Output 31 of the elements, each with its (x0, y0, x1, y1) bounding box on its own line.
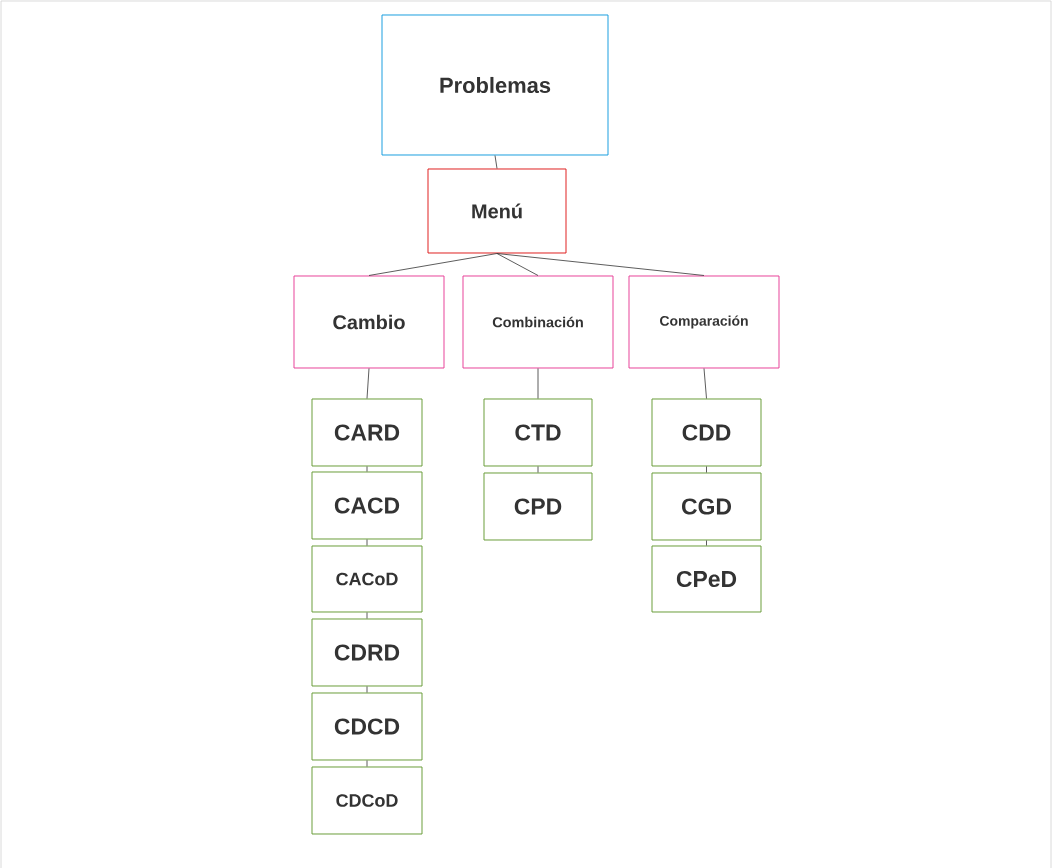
connector-line (366, 539, 368, 546)
connector-line (537, 466, 539, 473)
problem-box: CGD (651, 472, 762, 541)
connector-line (706, 466, 707, 473)
menu-box: Menú (427, 168, 567, 254)
problem-box: CTD (483, 398, 593, 467)
problem-box: CACoD (311, 545, 423, 613)
problem-box: CACD (311, 471, 423, 540)
title-box: Problemas (381, 14, 609, 156)
category-box: Comparación (628, 275, 780, 369)
connector-line (494, 155, 498, 169)
connector-line (366, 612, 368, 619)
connector-line (496, 253, 539, 276)
connector-line (368, 253, 498, 276)
connector-line (537, 368, 539, 399)
problem-box: CDD (651, 398, 762, 467)
problem-box: CDCoD (311, 766, 423, 835)
problem-box: CDRD (311, 618, 423, 687)
connector-line (366, 760, 368, 767)
problem-box: CDCD (311, 692, 423, 761)
connector-line (703, 368, 707, 399)
problem-box: CARD (311, 398, 423, 467)
connector-line (366, 466, 368, 472)
category-box: Cambio (293, 275, 445, 369)
connector-line (366, 368, 370, 399)
connector-line (366, 686, 368, 693)
category-box: Combinación (462, 275, 614, 369)
problem-box: CPD (483, 472, 593, 541)
problem-box: CPeD (651, 545, 762, 613)
connector-line (496, 253, 705, 276)
connector-line (706, 540, 707, 546)
